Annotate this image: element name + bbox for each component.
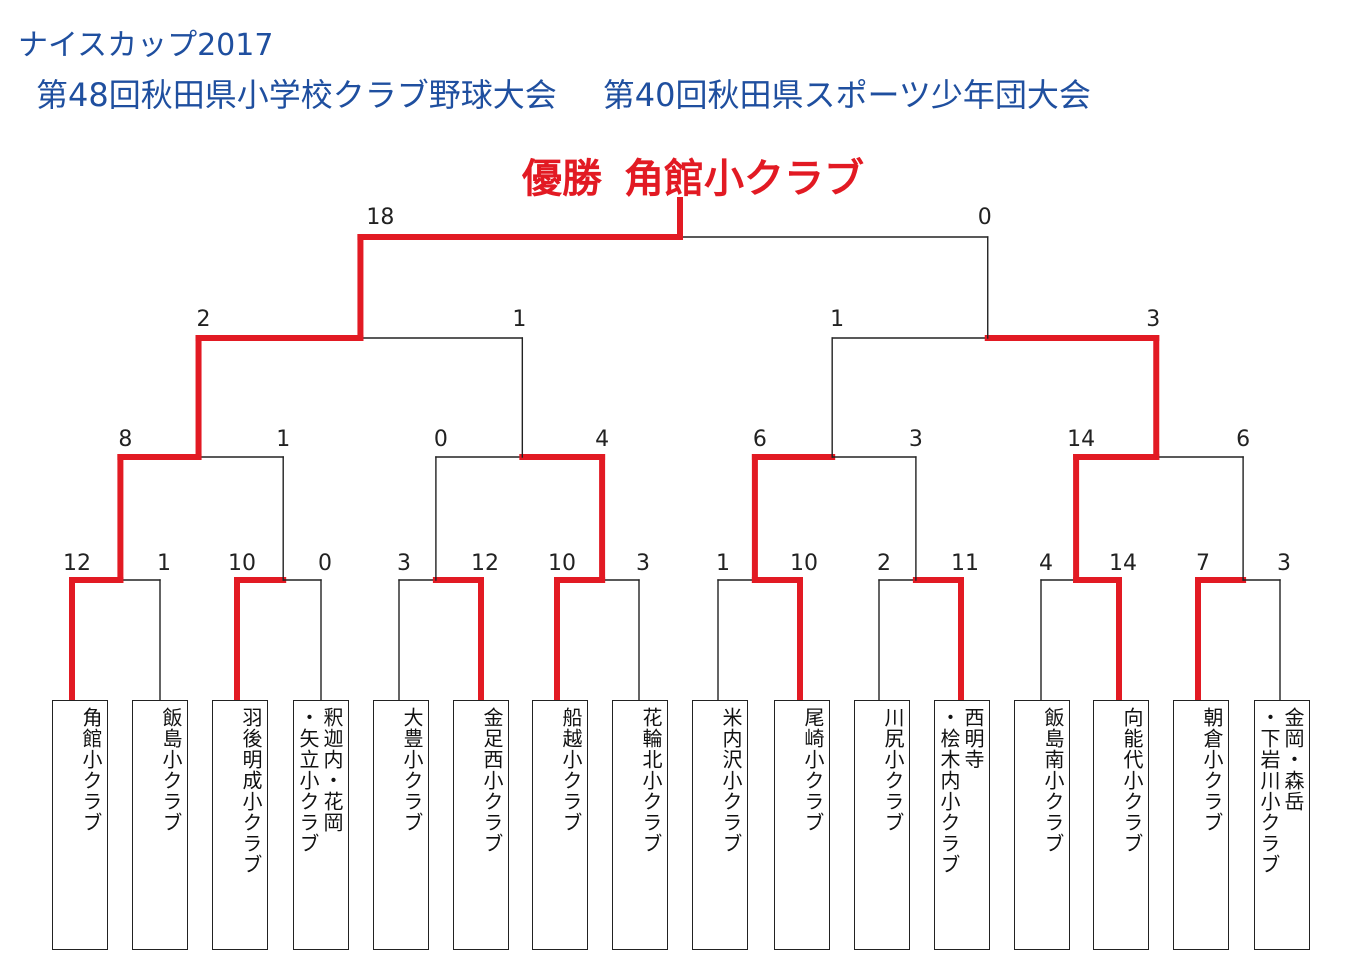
- round2-score: 8: [118, 427, 132, 452]
- round1-score: 11: [951, 551, 979, 576]
- tournament-subtitle: 第48回秋田県小学校クラブ野球大会 第40回秋田県スポーツ少年団大会: [36, 70, 1091, 116]
- round1-score: 2: [877, 551, 891, 576]
- round1-score: 10: [548, 551, 576, 576]
- round1-score: 3: [397, 551, 411, 576]
- round1-score: 4: [1039, 551, 1053, 576]
- team-box: 朝倉小クラブ: [1173, 700, 1229, 950]
- round2-score: 6: [753, 427, 767, 452]
- team-box: 米内沢小クラブ: [692, 700, 748, 950]
- team-box: 船越小クラブ: [532, 700, 588, 950]
- champion-team: 角館小クラブ: [624, 156, 864, 202]
- team-box: 川尻小クラブ: [854, 700, 910, 950]
- team-box: 尾崎小クラブ: [774, 700, 830, 950]
- round1-score: 1: [157, 551, 171, 576]
- team-name: 釈迦内・花岡 ・矢立小クラブ: [296, 707, 344, 854]
- team-box: 釈迦内・花岡 ・矢立小クラブ: [293, 700, 349, 950]
- team-box: 羽後明成小クラブ: [212, 700, 268, 950]
- team-name: 米内沢小クラブ: [719, 707, 743, 854]
- champion-label: 優勝: [522, 156, 602, 202]
- team-box: 金足西小クラブ: [453, 700, 509, 950]
- team-name: 船越小クラブ: [559, 707, 583, 833]
- team-name: 大豊小クラブ: [400, 707, 424, 833]
- team-name: 飯島小クラブ: [159, 707, 183, 833]
- team-box: 西明寺 ・桧木内小クラブ: [934, 700, 990, 950]
- round1-score: 3: [636, 551, 650, 576]
- team-box: 角館小クラブ: [52, 700, 108, 950]
- semifinal-score: 1: [830, 307, 844, 332]
- round2-score: 3: [909, 427, 923, 452]
- team-box: 向能代小クラブ: [1093, 700, 1149, 950]
- team-name: 花輪北小クラブ: [639, 707, 663, 854]
- round1-score: 1: [716, 551, 730, 576]
- final-score: 0: [978, 205, 992, 230]
- team-name: 角館小クラブ: [79, 707, 103, 833]
- team-name: 朝倉小クラブ: [1200, 707, 1224, 833]
- team-name: 西明寺 ・桧木内小クラブ: [937, 707, 985, 875]
- tournament-name: ナイスカップ2017: [18, 28, 274, 63]
- team-box: 大豊小クラブ: [373, 700, 429, 950]
- team-name: 飯島南小クラブ: [1041, 707, 1065, 854]
- team-name: 羽後明成小クラブ: [239, 707, 263, 875]
- round2-score: 6: [1236, 427, 1250, 452]
- round1-score: 12: [471, 551, 499, 576]
- round1-score: 10: [790, 551, 818, 576]
- team-box: 飯島南小クラブ: [1014, 700, 1070, 950]
- team-box: 飯島小クラブ: [132, 700, 188, 950]
- champion-banner: 優勝角館小クラブ: [522, 146, 864, 204]
- round2-score: 1: [276, 427, 290, 452]
- round2-score: 4: [595, 427, 609, 452]
- round1-score: 3: [1277, 551, 1291, 576]
- semifinal-score: 1: [512, 307, 526, 332]
- round1-score: 12: [63, 551, 91, 576]
- round2-score: 14: [1067, 427, 1095, 452]
- round1-score: 7: [1196, 551, 1210, 576]
- round1-score: 0: [318, 551, 332, 576]
- team-name: 金岡・森岳 ・下岩川小クラブ: [1257, 707, 1305, 875]
- team-name: 尾崎小クラブ: [801, 707, 825, 833]
- team-box: 金岡・森岳 ・下岩川小クラブ: [1254, 700, 1310, 950]
- semifinal-score: 2: [197, 307, 211, 332]
- round1-score: 14: [1109, 551, 1137, 576]
- subtitle-part1: 第48回秋田県小学校クラブ野球大会: [36, 76, 557, 114]
- team-name: 金足西小クラブ: [480, 707, 504, 854]
- subtitle-part2: 第40回秋田県スポーツ少年団大会: [602, 76, 1091, 114]
- final-score: 18: [366, 205, 394, 230]
- team-box: 花輪北小クラブ: [612, 700, 668, 950]
- round1-score: 10: [228, 551, 256, 576]
- round2-score: 0: [434, 427, 448, 452]
- team-name: 向能代小クラブ: [1120, 707, 1144, 854]
- semifinal-score: 3: [1146, 307, 1160, 332]
- team-name: 川尻小クラブ: [881, 707, 905, 833]
